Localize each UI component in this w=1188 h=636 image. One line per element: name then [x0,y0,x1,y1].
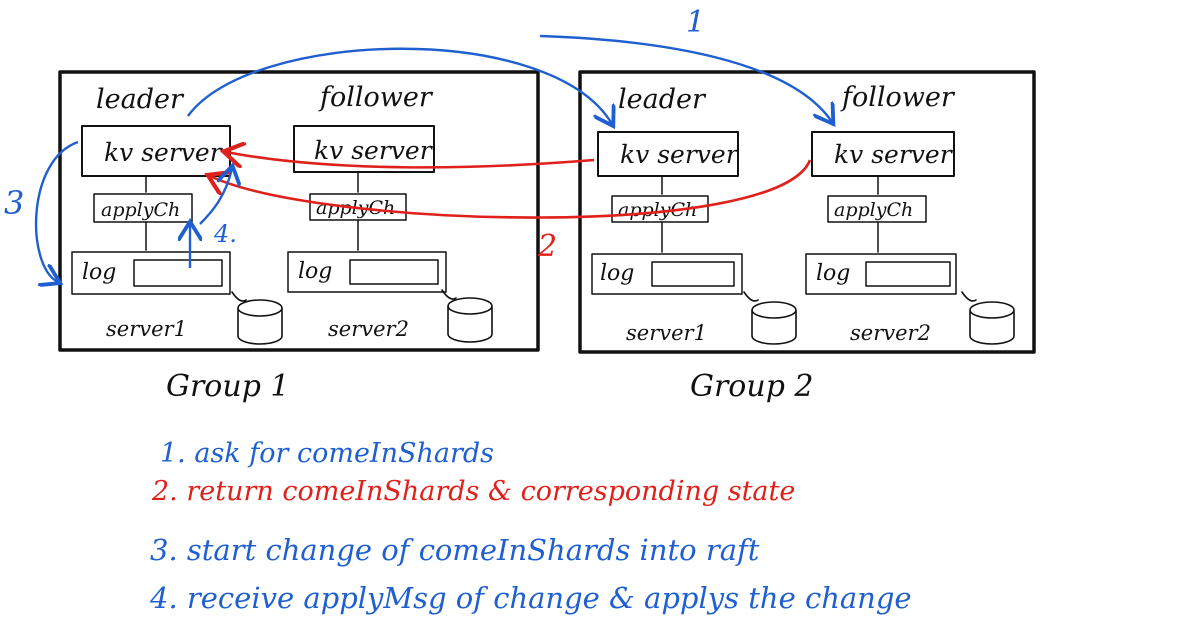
arrow-2-from-g2-follower [210,159,812,219]
arrow-1: 1 [187,5,832,124]
group-1: leader kv server applyCh log server1 fol… [58,70,540,352]
log-box [71,251,231,295]
log-label: log [298,259,332,284]
disk-icon [961,291,1015,345]
disk-icon [441,289,493,343]
group-1-server-2: follower kv server applyCh log server2 [287,82,493,343]
arrow-1-label: 1 [686,5,705,40]
disk-icon [231,291,283,345]
group-2: leader kv server applyCh log server1 fol… [578,70,1036,354]
group-2-label: Group 2 [690,369,814,404]
legend-item-3: 3. start change of comeInShards into raf… [150,533,760,567]
arrow-2-from-g2-leader [226,152,595,169]
server-name: server2 [850,321,931,345]
arrow-1-to-g2-follower [539,34,832,122]
applych-box [93,193,193,223]
server-name: server1 [626,321,707,345]
role-label: leader [96,84,185,115]
group-2-frame [578,70,1036,354]
log-label: log [816,261,850,286]
arrow-4-label: 4. [213,220,237,248]
group-1-label: Group 1 [166,369,290,404]
log-label: log [82,260,116,285]
legend-item-2: 2. return comeInShards & corresponding s… [151,476,795,507]
arrow-2-label: 2 [537,229,557,264]
kv-server-label: kv server [834,140,954,169]
kv-server-label: kv server [104,138,224,167]
group-2-server-2: follower kv server applyCh log server2 [805,82,1015,345]
arrow-4: 4. [190,168,237,268]
disk-icon [743,291,797,345]
role-label: follower [318,82,434,113]
log-entries [651,261,735,287]
kv-server-label: kv server [314,136,434,165]
log-box [287,251,447,293]
applych-label: applyCh [618,199,697,221]
server-name: server2 [328,317,409,341]
kv-server-label: kv server [620,140,740,169]
kv-server-box [811,131,955,177]
arrow-4-path-b [199,168,232,225]
arrow-2: 2 [210,152,812,264]
arrow-3-path [34,140,79,282]
log-entries [133,259,223,287]
group-2-server-1: leader kv server applyCh log server1 [591,84,797,345]
server-name: server1 [106,317,187,341]
arrow-1-to-g2-leader [187,47,612,124]
arrow-3: 3 [4,140,79,282]
legend-item-1: 1. ask for comeInShards [160,438,494,469]
legend: 1. ask for comeInShards 2. return comeIn… [149,438,912,615]
log-box [591,253,743,295]
applych-label: applyCh [834,199,913,221]
log-label: log [600,261,634,286]
role-label: leader [618,84,707,115]
log-box [805,253,957,295]
arrow-3-label: 3 [4,184,24,222]
role-label: follower [840,82,956,113]
log-entries [349,259,439,285]
kv-server-box [597,131,739,177]
kv-server-box [293,125,435,173]
group-1-frame [58,70,540,352]
applych-box [611,195,709,223]
legend-item-4: 4. receive applyMsg of change & applys t… [149,581,912,615]
log-entries [865,261,951,287]
group-1-server-1: leader kv server applyCh log server1 [71,84,283,345]
applych-label: applyCh [101,199,180,221]
applych-box [827,195,927,223]
